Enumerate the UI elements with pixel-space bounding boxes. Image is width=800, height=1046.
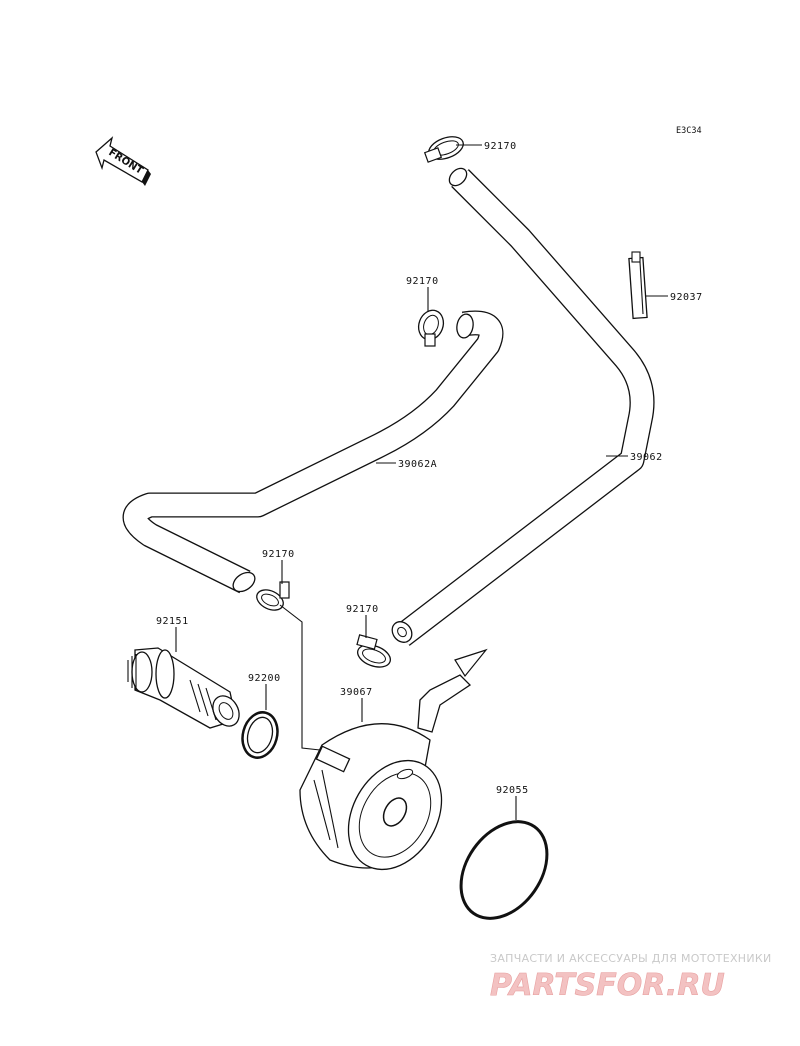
label-bolt: 92151	[156, 616, 189, 627]
label-clamp-left: 92170	[262, 549, 295, 560]
watermark-tagline: ЗАПЧАСТИ И АКСЕССУАРЫ ДЛЯ МОТОТЕХНИКИ	[490, 952, 772, 965]
hose-39062a[interactable]	[122, 310, 504, 596]
label-clamp-lower: 92170	[346, 604, 379, 615]
diagram-code: E3C34	[676, 126, 702, 136]
bolt-92151[interactable]	[127, 647, 244, 731]
label-hose-a: 39062A	[398, 459, 437, 470]
gasket-92200[interactable]	[238, 708, 283, 761]
label-gasket: 92200	[248, 673, 281, 684]
oring-92055[interactable]	[443, 805, 564, 934]
clamp-lower-92170[interactable]	[355, 634, 394, 671]
clamp-left-92170[interactable]	[254, 581, 290, 614]
label-clamp-mid: 92170	[406, 276, 439, 287]
watermark: ЗАПЧАСТИ И АКСЕССУАРЫ ДЛЯ МОТОТЕХНИКИ PA…	[490, 952, 772, 1003]
leader-lines	[175, 144, 668, 820]
label-cooler: 39067	[340, 687, 373, 698]
hose-39062[interactable]	[388, 165, 655, 646]
label-hose: 39062	[630, 452, 663, 463]
protector-92037[interactable]	[628, 251, 648, 320]
watermark-brand: PARTSFOR.RU	[490, 968, 725, 1003]
label-clamp-top: 92170	[484, 141, 517, 152]
label-oring: 92055	[496, 785, 529, 796]
oil-cooler-39067[interactable]	[299, 648, 488, 886]
clamp-mid-92170[interactable]	[415, 307, 448, 347]
clamp-top-92170[interactable]	[423, 132, 467, 163]
front-arrow-icon: FRONT	[95, 136, 151, 186]
label-protector: 92037	[670, 292, 703, 303]
